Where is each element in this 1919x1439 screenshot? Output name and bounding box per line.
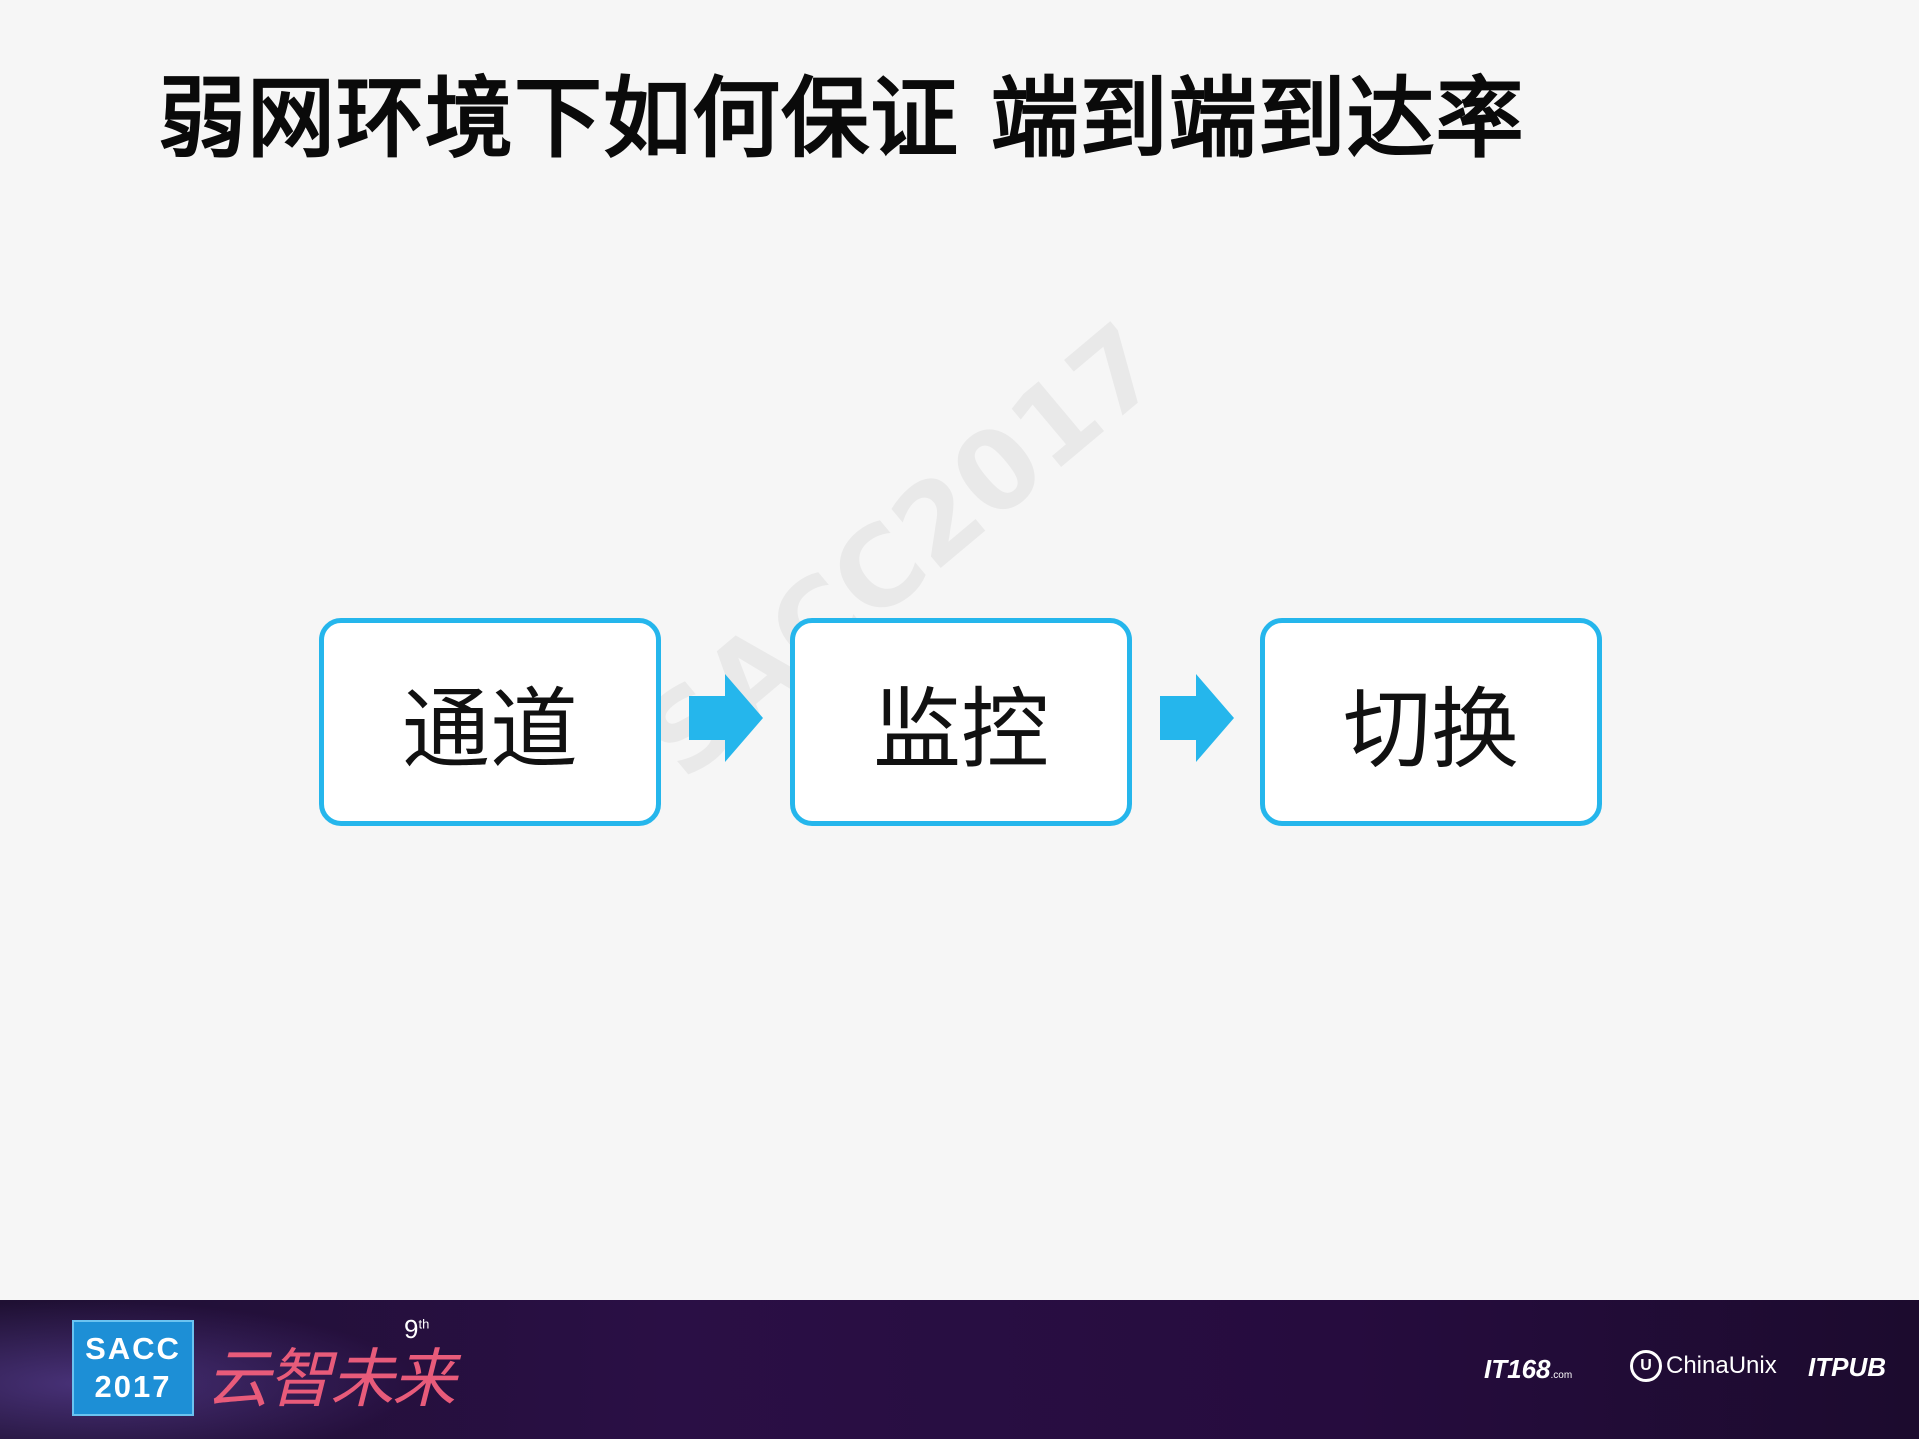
arrow-right-icon — [689, 674, 763, 762]
sacc-logo-line2: 2017 — [94, 1369, 172, 1404]
edition-number: 9 — [404, 1314, 419, 1344]
step-box-channel: 通道 — [319, 618, 661, 826]
arrow-right-icon — [1160, 674, 1234, 762]
it168-logo-suffix: .com — [1550, 1370, 1573, 1381]
footer-glow — [0, 1300, 420, 1439]
it168-logo-text: IT168 — [1484, 1354, 1551, 1384]
step-box-switch: 切换 — [1260, 618, 1602, 826]
it168-logo: IT168.com — [1484, 1354, 1572, 1385]
edition-suffix: th — [418, 1316, 430, 1332]
edition-label: 9th — [404, 1314, 429, 1345]
slide-title: 弱网环境下如何保证 端到端到达率 — [158, 67, 1525, 170]
chinaunix-logo: U ChinaUnix — [1630, 1350, 1777, 1382]
footer-bar: SACC 2017 云智未来 9th IT168.com U ChinaUnix… — [0, 1300, 1919, 1439]
sacc-logo-line1: SACC — [85, 1331, 181, 1366]
itpub-logo: ITPUB — [1808, 1352, 1886, 1382]
sacc-logo: SACC 2017 — [72, 1320, 194, 1416]
slogan: 云智未来 — [206, 1343, 456, 1417]
chinaunix-logo-text: ChinaUnix — [1666, 1352, 1777, 1379]
chinaunix-circle-icon: U — [1630, 1350, 1662, 1382]
step-box-monitor: 监控 — [790, 618, 1132, 826]
